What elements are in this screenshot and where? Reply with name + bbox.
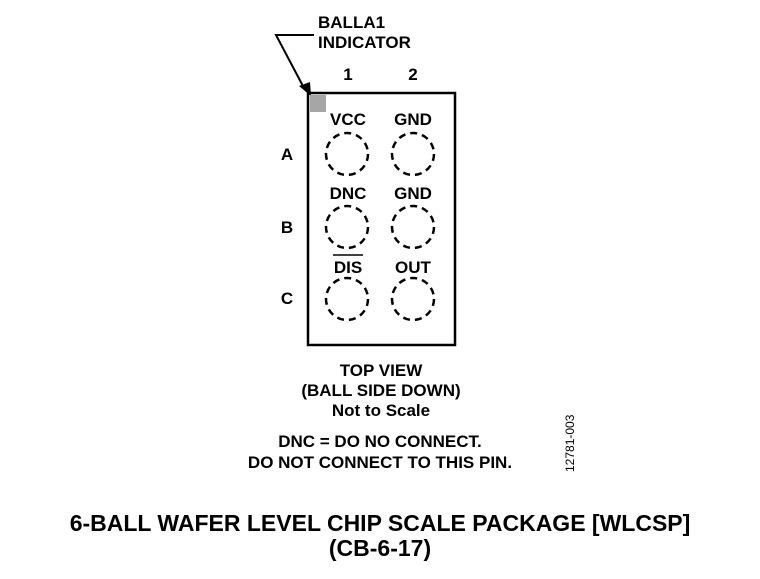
indicator-label-line1: BALLA1 [318,13,385,32]
ball-label-c2: OUT [395,258,432,277]
row-label-c: C [281,289,293,308]
view-note-not-to-scale: Not to Scale [332,401,430,420]
column-label-1: 1 [343,65,352,84]
legend-note-do-not-connect: DO NOT CONNECT TO THIS PIN. [248,453,512,472]
view-note-ball-side-down: (BALL SIDE DOWN) [301,381,460,400]
row-label-b: B [281,218,293,237]
ball-a1-indicator-marker [310,95,326,112]
view-note-top-view: TOP VIEW [340,361,423,380]
ball-c2 [390,276,436,322]
ball-label-b1: DNC [330,184,367,203]
ball-b2 [390,204,436,250]
ball-label-b2: GND [394,184,432,203]
indicator-label-line2: INDICATOR [318,33,411,52]
package-title-line1: 6-BALL WAFER LEVEL CHIP SCALE PACKAGE [W… [70,510,691,536]
ball-label-a2: GND [394,110,432,129]
column-label-2: 2 [408,65,417,84]
ball-label-a1: VCC [330,110,366,129]
figure-id: 12781-003 [563,414,577,472]
ball-b1 [324,204,370,250]
ball-c1 [324,276,370,322]
ball-label-c1: DIS [334,258,362,277]
package-outline [306,91,457,347]
row-label-a: A [281,145,293,164]
legend-note-dnc: DNC = DO NO CONNECT. [278,432,482,451]
package-title-line2: (CB-6-17) [329,535,431,561]
ball-a2 [390,131,436,177]
indicator-leader-line [274,34,314,89]
ball-a1 [324,131,370,177]
